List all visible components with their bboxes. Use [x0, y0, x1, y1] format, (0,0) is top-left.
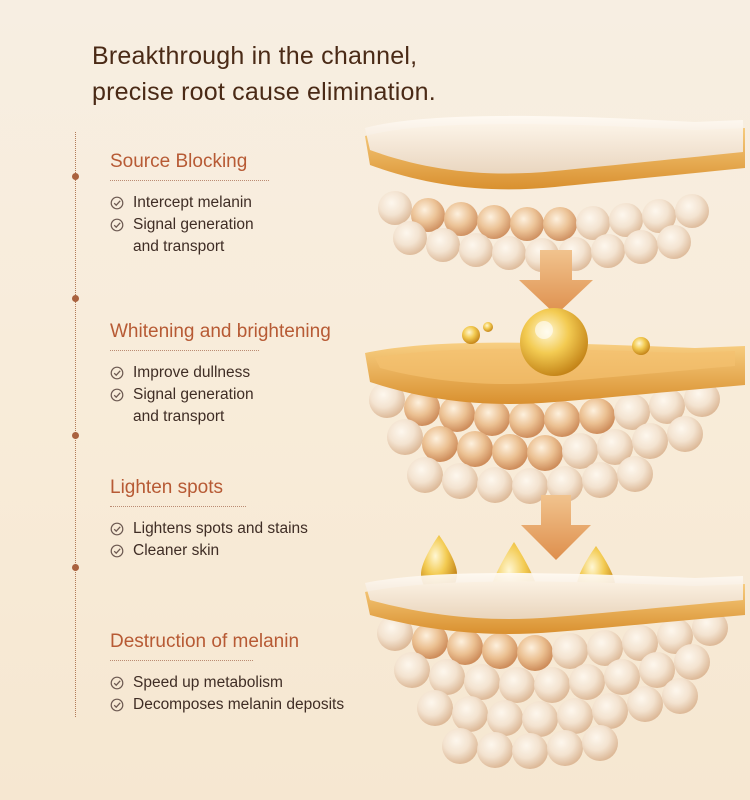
section-destruction-of-melanin: Destruction of melanin Speed up metaboli… — [110, 630, 344, 716]
section-title: Lighten spots — [110, 477, 224, 498]
list-item: Signal generation and transport — [110, 384, 331, 428]
check-circle-icon — [110, 218, 124, 232]
section-divider — [110, 660, 253, 661]
list-item-text: Lightens spots and stains — [133, 520, 308, 537]
title-line-1: Breakthrough in the channel, — [92, 42, 418, 70]
page-title: Breakthrough in the channel, precise roo… — [92, 38, 612, 110]
timeline-dot — [72, 432, 79, 439]
list-item: Lightens spots and stains — [110, 518, 308, 540]
timeline-dot — [72, 564, 79, 571]
timeline-line — [75, 132, 76, 717]
list-item-text: Signal generation and transport — [133, 386, 254, 425]
section-whitening: Whitening and brightening Improve dullne… — [110, 320, 331, 428]
section-title: Destruction of melanin — [110, 631, 300, 652]
list-item: Cleaner skin — [110, 540, 308, 562]
check-circle-icon — [110, 388, 124, 402]
layer-bottom — [365, 572, 745, 769]
list-item: Signal generation and transport — [110, 214, 269, 258]
list-item: Decomposes melanin deposits — [110, 694, 344, 716]
check-circle-icon — [110, 366, 124, 380]
list-item-text: Improve dullness — [133, 364, 251, 381]
list-item-text: Cleaner skin — [133, 542, 220, 559]
list-item-text: Decomposes melanin deposits — [133, 696, 345, 713]
title-line-2: precise root cause elimination. — [92, 78, 436, 106]
section-title: Whitening and brightening — [110, 321, 331, 342]
down-arrow-icon — [519, 250, 593, 315]
layer-top — [365, 115, 745, 272]
list-item-text: Speed up metabolism — [133, 674, 283, 691]
skin-layers-illustration — [365, 115, 745, 769]
check-circle-icon — [110, 196, 124, 210]
section-title: Source Blocking — [110, 151, 248, 172]
check-circle-icon — [110, 676, 124, 690]
check-circle-icon — [110, 522, 124, 536]
gold-serum-sphere-icon — [462, 308, 650, 376]
list-item: Intercept melanin — [110, 192, 269, 214]
section-divider — [110, 180, 269, 181]
check-circle-icon — [110, 544, 124, 558]
list-item: Improve dullness — [110, 362, 331, 384]
check-circle-icon — [110, 698, 124, 712]
down-arrow-icon — [521, 495, 591, 560]
section-lighten-spots: Lighten spots Lightens spots and stains … — [110, 476, 308, 562]
list-item: Speed up metabolism — [110, 672, 344, 694]
section-divider — [110, 506, 246, 507]
timeline-dot — [72, 173, 79, 180]
timeline-dot — [72, 295, 79, 302]
list-item-text: Signal generation and transport — [133, 216, 254, 255]
section-divider — [110, 350, 259, 351]
section-source-blocking: Source Blocking Intercept melanin Signal… — [110, 150, 269, 258]
list-item-text: Intercept melanin — [133, 194, 252, 211]
